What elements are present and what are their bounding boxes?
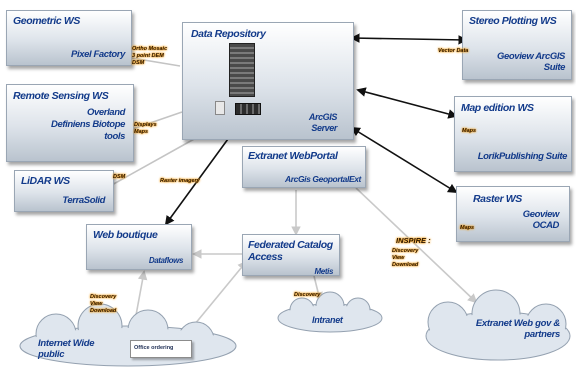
node-lidar-ws-title: LiDAR WS: [21, 175, 70, 187]
office-ordering-box: Office ordering: [130, 340, 192, 358]
edge-lidar-repository: [109, 137, 197, 187]
cloud-intranet-label: Intranet: [312, 315, 343, 325]
server-rack-icon: [229, 43, 255, 97]
node-data-repository-title: Data Repository: [191, 28, 266, 40]
edge-internet-catalog: [189, 260, 248, 331]
edge-repository-raster: [350, 126, 458, 194]
node-stereo-plotting-ws: Stereo Plotting WS Geoview ArcGIS Suite: [462, 10, 572, 80]
edge-portal-extranet: [355, 187, 478, 304]
node-extranet-webportal-title: Extranet WebPortal: [248, 150, 338, 162]
edge-label-lidar: DSM: [113, 174, 126, 180]
node-map-edition-ws: Map edition WS LorikPublishing Suite: [454, 96, 572, 172]
node-raster-ws: Raster WS Geoview OCAD: [456, 186, 570, 242]
edge-label-web-boutique: Discovery View Download: [90, 294, 117, 314]
edge-label-inspire-items: Discovery View Download: [392, 248, 419, 268]
node-raster-ws-title: Raster WS: [473, 193, 522, 205]
edge-catalog-intranet: [313, 275, 323, 302]
edge-label-raster: Maps: [460, 225, 475, 231]
node-web-boutique-subtitle: Dataflows: [148, 256, 184, 265]
storage-unit-icon: [215, 101, 225, 115]
node-geometric-ws: Geometric WS Pixel Factory: [6, 10, 132, 66]
office-ordering-label: Office ordering: [134, 345, 174, 351]
edge-label-vector: Vector Data: [438, 48, 469, 54]
cloud-internet-label: Internet Wide public: [38, 338, 95, 360]
node-remote-sensing-ws-subtitle: Overland Definiens Biotope tools: [51, 107, 125, 142]
edge-label-federated: Discovery: [294, 292, 321, 298]
cloud-extranet-label: Extranet Web gov & partners: [475, 318, 560, 340]
cloud-intranet: [277, 291, 383, 333]
edge-label-raster-imagery: Raster imagery: [160, 178, 200, 184]
disk-array-icon: [235, 103, 261, 115]
node-map-edition-ws-title: Map edition WS: [461, 102, 534, 114]
node-geometric-ws-subtitle: Pixel Factory: [71, 49, 125, 60]
node-raster-ws-subtitle: Geoview OCAD: [522, 209, 560, 231]
edge-repository-web-boutique: [164, 127, 237, 226]
node-remote-sensing-ws: Remote Sensing WS Overland Definiens Bio…: [6, 84, 134, 162]
node-web-boutique-title: Web boutique: [93, 229, 158, 241]
edge-label-geometric: Ortho Mosaic 3 point DEM DSM: [132, 46, 168, 66]
node-data-repository: Data Repository ArcGIS Server: [182, 22, 354, 140]
node-extranet-webportal-subtitle: ArcGis GeoportalExt: [284, 174, 361, 184]
node-federated-catalog: Federated Catalog Access Metis: [242, 234, 340, 276]
node-geometric-ws-title: Geometric WS: [13, 15, 80, 27]
edge-label-map: Maps: [462, 128, 477, 134]
node-lidar-ws: LiDAR WS TerraSolid: [14, 170, 114, 212]
node-stereo-plotting-ws-title: Stereo Plotting WS: [469, 15, 557, 27]
node-lidar-ws-subtitle: TerraSolid: [62, 195, 105, 206]
node-federated-catalog-subtitle: Metis: [314, 267, 334, 276]
node-data-repository-subtitle: ArcGIS Server: [308, 112, 338, 133]
node-extranet-webportal: Extranet WebPortal ArcGis GeoportalExt: [242, 146, 366, 188]
cloud-extranet: [425, 289, 571, 361]
edge-repository-map-edition: [356, 87, 458, 119]
node-web-boutique: Web boutique Dataflows: [86, 224, 192, 270]
node-stereo-plotting-ws-subtitle: Geoview ArcGIS Suite: [497, 51, 565, 73]
node-map-edition-ws-subtitle: LorikPublishing Suite: [477, 151, 568, 162]
edge-repository-stereo: [350, 33, 468, 45]
node-federated-catalog-title: Federated Catalog Access: [248, 239, 333, 263]
edge-label-inspire-title: INSPIRE :: [396, 236, 431, 245]
edge-label-remote: Displays Maps: [134, 122, 157, 135]
node-remote-sensing-ws-title: Remote Sensing WS: [13, 90, 109, 102]
